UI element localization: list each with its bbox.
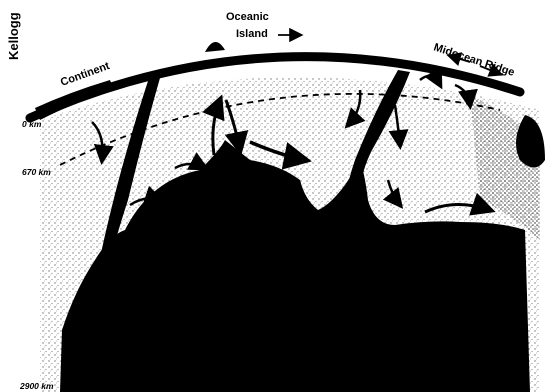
oceanic-island-bump — [205, 42, 225, 52]
oceanic-label-line1: Oceanic — [226, 11, 269, 23]
kellogg-text: Kellogg — [6, 12, 21, 60]
depth-2900-label: 2900 km — [19, 381, 54, 391]
flow-arrow-9 — [420, 76, 440, 85]
side-author-label: Kellogg — [0, 0, 28, 80]
depth-670-label: 670 km — [22, 167, 51, 177]
oceanic-label-line2: Island — [236, 28, 268, 40]
depth-0-label: 0 km — [22, 119, 42, 129]
